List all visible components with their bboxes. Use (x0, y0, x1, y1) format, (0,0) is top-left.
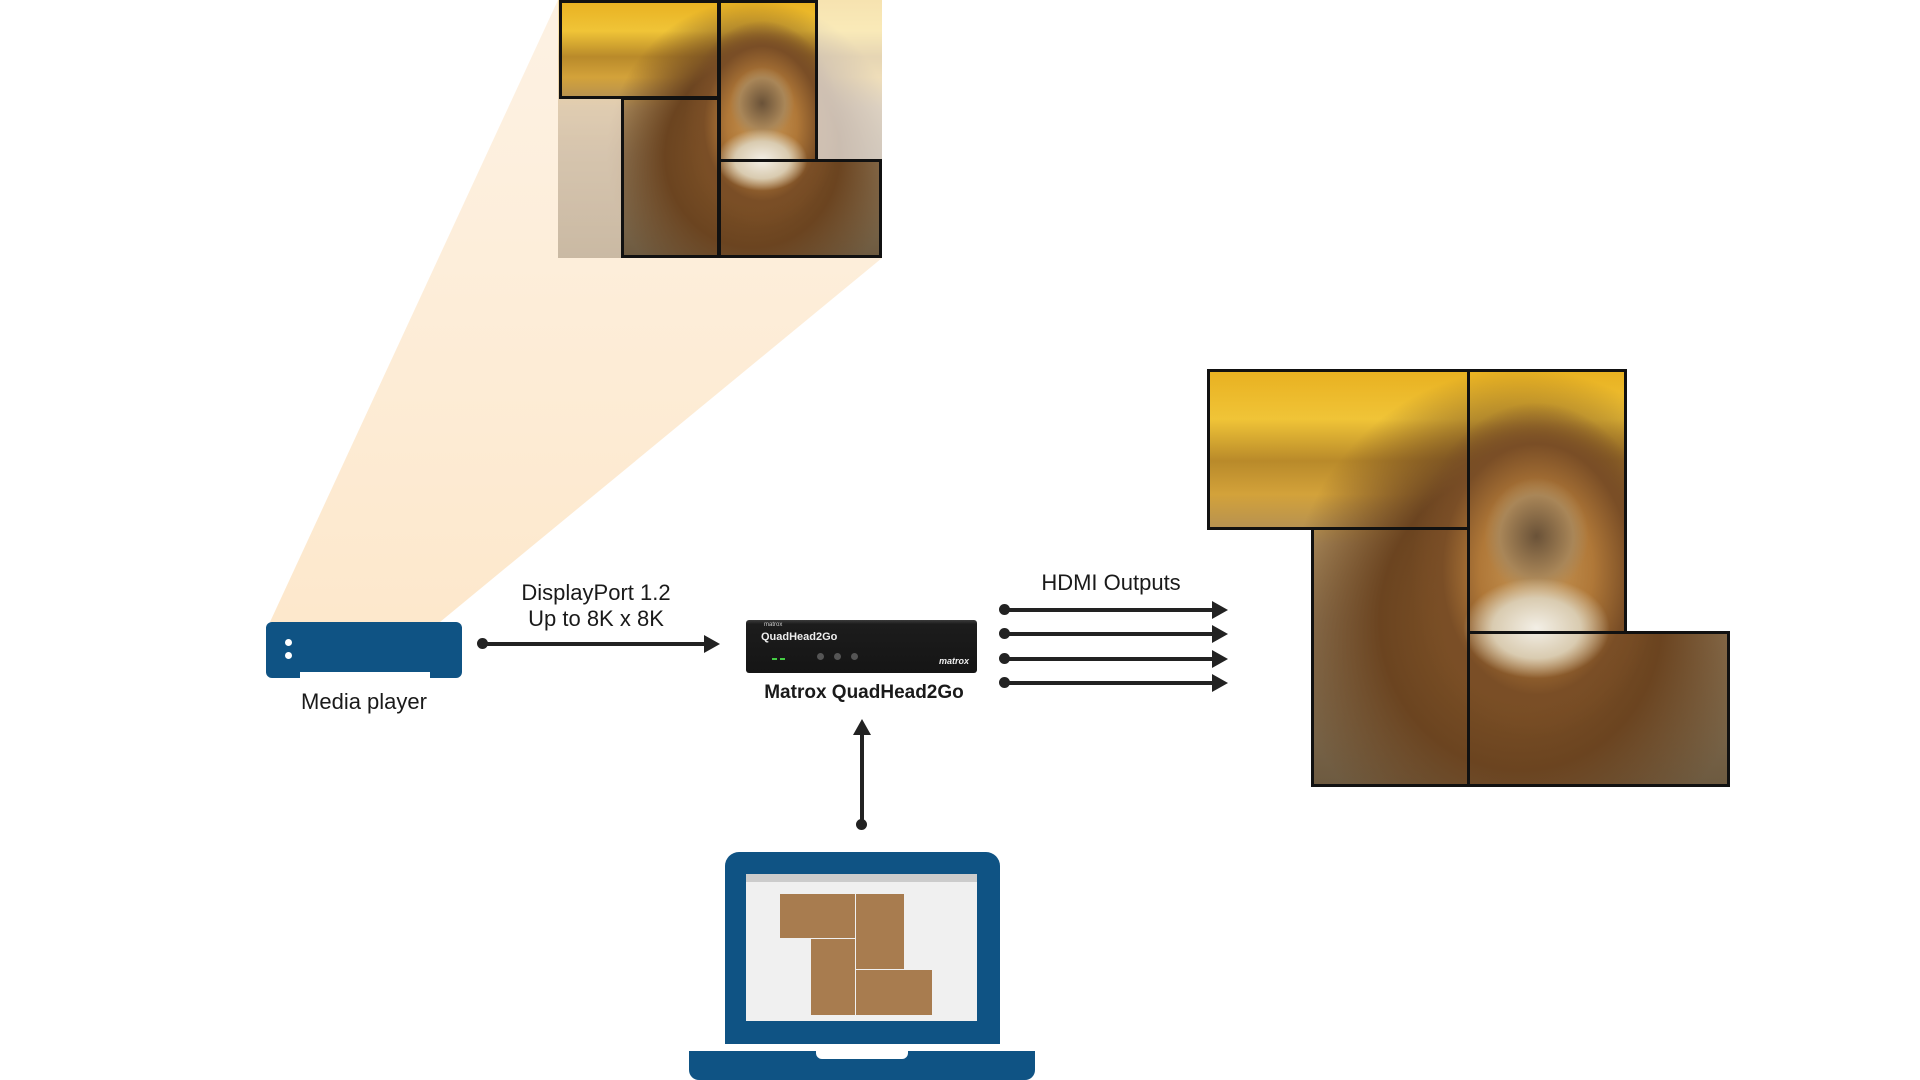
display-panel-1 (1207, 369, 1470, 530)
laptop-base (689, 1051, 1035, 1080)
video-wall (1207, 369, 1730, 787)
displayport-label: DisplayPort 1.2 (521, 580, 671, 605)
display-panel-4 (1467, 631, 1730, 787)
display-panel-2 (1467, 369, 1627, 634)
preview-panel-2 (718, 0, 818, 162)
quadhead2go-device: matrox QuadHead2Go matrox (746, 620, 977, 673)
layout-block (855, 894, 904, 969)
layout-block (780, 894, 855, 938)
laptop-icon (725, 852, 1000, 1044)
hdmi-outputs-label: HDMI Outputs (1041, 570, 1181, 595)
device-label: Matrox QuadHead2Go (764, 682, 964, 703)
preview-panel-1 (559, 0, 720, 99)
arrow-head (704, 635, 720, 653)
device-brand-logo: matrox (938, 656, 969, 666)
media-player-icon (266, 622, 462, 678)
device-model-label: QuadHead2Go (761, 631, 838, 643)
layout-block (855, 969, 932, 1015)
laptop-screen (746, 874, 977, 1021)
media-player-label: Media player (301, 689, 427, 714)
config-arrow (860, 734, 864, 822)
source-image-preview (558, 0, 882, 258)
display-panel-3 (1311, 527, 1470, 787)
preview-panel-4 (718, 159, 882, 258)
displayport-line (482, 642, 704, 646)
resolution-label: Up to 8K x 8K (528, 606, 664, 631)
layout-block (811, 938, 855, 1015)
preview-panel-3 (621, 97, 720, 258)
device-brand-small: matrox (764, 622, 783, 628)
